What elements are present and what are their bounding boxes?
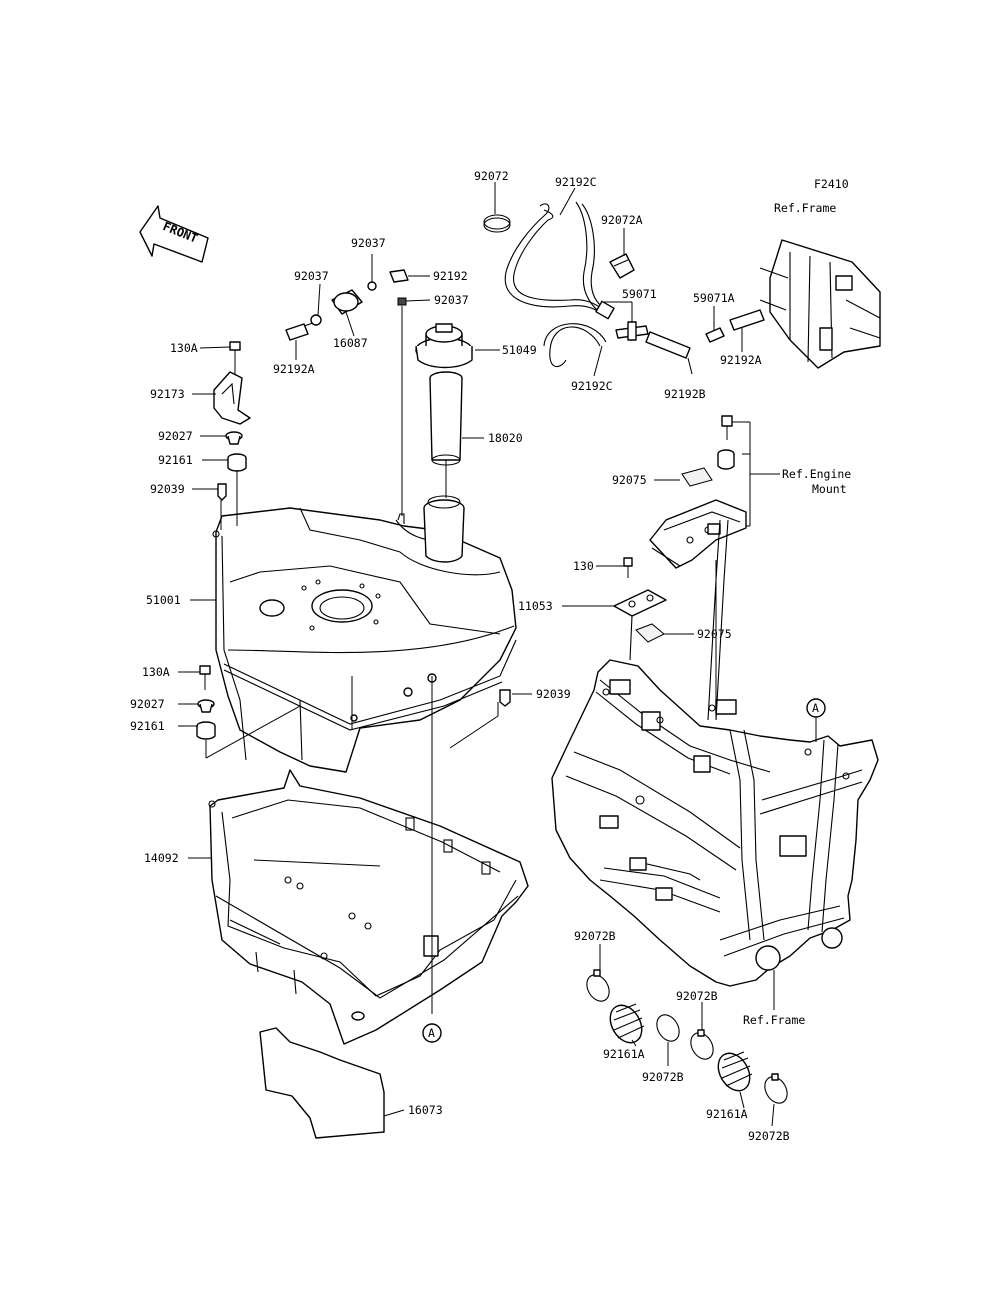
ref-engine-mount-line2: Mount <box>812 482 847 496</box>
label-92037-a: 92037 <box>351 236 386 250</box>
label-92161a-a: 92161A <box>603 1047 645 1061</box>
fitting-59071a-icon <box>705 309 765 343</box>
label-92072b-d: 92072B <box>748 1129 790 1143</box>
bolt-engine-mount-icon <box>717 415 735 470</box>
label-92072b-b: 92072B <box>676 989 718 1003</box>
bolt-130-icon <box>623 557 633 578</box>
clip-92072a-icon <box>609 253 635 279</box>
bracket-92173-icon <box>213 371 251 425</box>
marker-a-tray-text: A <box>428 1026 435 1040</box>
marker-a-frame-text: A <box>812 701 819 715</box>
breather-hose-92192c-icon <box>504 201 615 368</box>
vent-valve-group-icon <box>285 269 409 341</box>
leader-lines <box>178 182 780 1127</box>
label-18020: 18020 <box>488 431 523 445</box>
label-92039-top: 92039 <box>150 482 185 496</box>
label-92072: 92072 <box>474 169 509 183</box>
grommet-92161-top-icon <box>227 453 247 472</box>
label-59071: 59071 <box>622 287 657 301</box>
clip-92039-top-icon <box>217 483 227 501</box>
collar-92027-bottom-icon <box>197 699 215 713</box>
label-92173: 92173 <box>150 387 185 401</box>
label-11053: 11053 <box>518 599 553 613</box>
label-92039-bottom: 92039 <box>536 687 571 701</box>
label-130a-top: 130A <box>170 341 198 355</box>
clamp-92072-icon <box>483 214 511 233</box>
figure-code: F2410 <box>814 177 849 191</box>
marker-a-frame: A <box>806 698 826 742</box>
label-92027-top: 92027 <box>158 429 193 443</box>
label-92072b-a: 92072B <box>574 929 616 943</box>
label-92192c-bottom: 92192C <box>571 379 613 393</box>
label-51049: 51049 <box>502 343 537 357</box>
label-51001: 51001 <box>146 593 181 607</box>
label-92027-bottom: 92027 <box>130 697 165 711</box>
label-16073: 16073 <box>408 1103 443 1117</box>
label-92037-b: 92037 <box>294 269 329 283</box>
ref-frame-bottom: Ref.Frame <box>743 1013 805 1027</box>
label-92161-top: 92161 <box>158 453 193 467</box>
clamp-92072b-b-icon <box>656 1014 680 1042</box>
tank-tray-14092-icon <box>208 769 529 1045</box>
fuel-tank-51001-icon <box>212 495 517 773</box>
t-joint-59071-icon <box>615 321 649 341</box>
frame-section-top-right-icon <box>759 239 881 369</box>
boot-92161a-b-icon <box>717 1051 753 1092</box>
label-92037-c: 92037 <box>434 293 469 307</box>
label-92075-bottom: 92075 <box>697 627 732 641</box>
label-92192: 92192 <box>433 269 468 283</box>
label-92075-top: 92075 <box>612 473 647 487</box>
hose-92192b-icon <box>645 331 691 359</box>
label-92072a: 92072A <box>601 213 643 227</box>
label-92161-bottom: 92161 <box>130 719 165 733</box>
label-14092: 14092 <box>144 851 179 865</box>
part-labels: F2410 Ref.Frame Ref.Engine Mount Ref.Fra… <box>130 169 851 1143</box>
plate-11053-icon <box>613 589 667 617</box>
label-59071a: 59071A <box>693 291 735 305</box>
clamp-92072b-d-icon <box>764 1073 788 1104</box>
fuel-cap-51049-icon <box>415 323 473 369</box>
label-92192c-top: 92192C <box>555 175 597 189</box>
engine-mount-bracket-icon <box>649 499 747 569</box>
grommet-92161-bottom-icon <box>196 721 216 740</box>
ref-frame-top: Ref.Frame <box>774 201 836 215</box>
bolt-130a-top-icon <box>229 341 241 376</box>
clip-92039-bottom-icon <box>499 689 511 707</box>
label-92192b: 92192B <box>664 387 706 401</box>
label-92161a-b: 92161A <box>706 1107 748 1121</box>
label-16087: 16087 <box>333 336 368 350</box>
main-frame-icon <box>551 519 879 987</box>
label-130: 130 <box>573 559 594 573</box>
pad-92075-top-icon <box>681 467 713 487</box>
front-arrow-icon: FRONT <box>139 205 209 263</box>
clamp-92072b-a-icon <box>586 969 610 1002</box>
label-92072b-c: 92072B <box>642 1070 684 1084</box>
bolt-130a-bottom-icon <box>199 665 211 690</box>
collar-92027-top-icon <box>225 431 243 445</box>
clamp-92072b-c-icon <box>690 1029 714 1060</box>
label-92192a-right: 92192A <box>720 353 762 367</box>
heat-insulator-16073-icon <box>259 1027 385 1139</box>
boot-92161a-a-icon <box>609 1003 645 1044</box>
label-92192a-left: 92192A <box>273 362 315 376</box>
ref-engine-mount-line1: Ref.Engine <box>782 467 851 481</box>
pad-92075-bottom-icon <box>635 623 665 643</box>
filler-neck-18020-icon <box>429 371 463 466</box>
marker-a-tray: A <box>422 1023 442 1043</box>
label-130a-bottom: 130A <box>142 665 170 679</box>
